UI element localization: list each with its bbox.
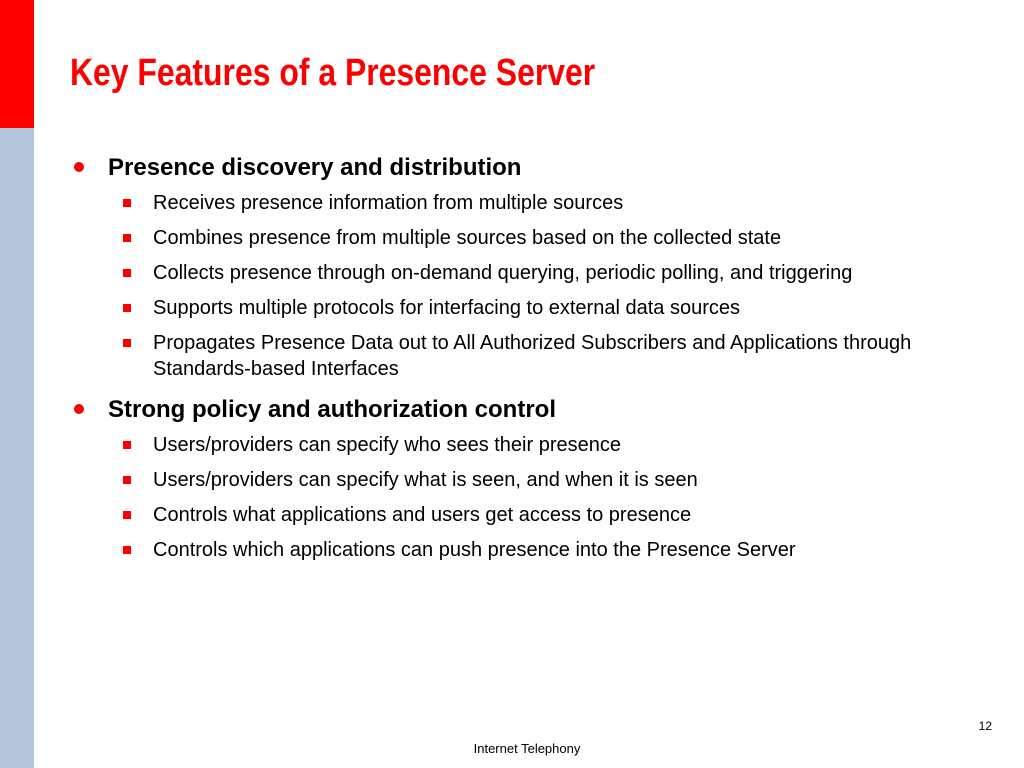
list-item: Combines presence from multiple sources … xyxy=(70,225,970,251)
section-policy-control: Strong policy and authorization control … xyxy=(70,392,970,563)
slide-title: Key Features of a Presence Server xyxy=(70,52,596,94)
section-heading: Strong policy and authorization control xyxy=(70,392,970,428)
sidebar-red-block xyxy=(0,0,34,128)
square-bullet-icon xyxy=(123,476,131,484)
list-item: Users/providers can specify what is seen… xyxy=(70,467,970,493)
list-item: Controls what applications and users get… xyxy=(70,502,970,528)
square-bullet-icon xyxy=(123,339,131,347)
square-bullet-icon xyxy=(123,441,131,449)
page-number: 12 xyxy=(978,719,992,733)
square-bullet-icon xyxy=(123,511,131,519)
slide-content: Presence discovery and distribution Rece… xyxy=(70,150,970,573)
list-item: Receives presence information from multi… xyxy=(70,190,970,216)
square-bullet-icon xyxy=(123,546,131,554)
square-bullet-icon xyxy=(123,304,131,312)
sidebar-blue-block xyxy=(0,128,34,768)
bullet-list: Users/providers can specify who sees the… xyxy=(70,432,970,563)
square-bullet-icon xyxy=(123,199,131,207)
list-item: Users/providers can specify who sees the… xyxy=(70,432,970,458)
list-item: Controls which applications can push pre… xyxy=(70,537,970,563)
footer-text: Internet Telephony xyxy=(473,741,581,756)
round-bullet-icon xyxy=(74,162,84,172)
square-bullet-icon xyxy=(123,269,131,277)
section-heading-text: Presence discovery and distribution xyxy=(108,154,522,181)
list-item: Collects presence through on-demand quer… xyxy=(70,260,970,286)
bullet-list: Receives presence information from multi… xyxy=(70,190,970,382)
section-heading: Presence discovery and distribution xyxy=(70,150,970,186)
square-bullet-icon xyxy=(123,234,131,242)
list-item: Supports multiple protocols for interfac… xyxy=(70,295,970,321)
section-presence-discovery: Presence discovery and distribution Rece… xyxy=(70,150,970,382)
section-heading-text: Strong policy and authorization control xyxy=(108,396,556,423)
round-bullet-icon xyxy=(74,404,84,414)
list-item: Propagates Presence Data out to All Auth… xyxy=(70,330,970,382)
